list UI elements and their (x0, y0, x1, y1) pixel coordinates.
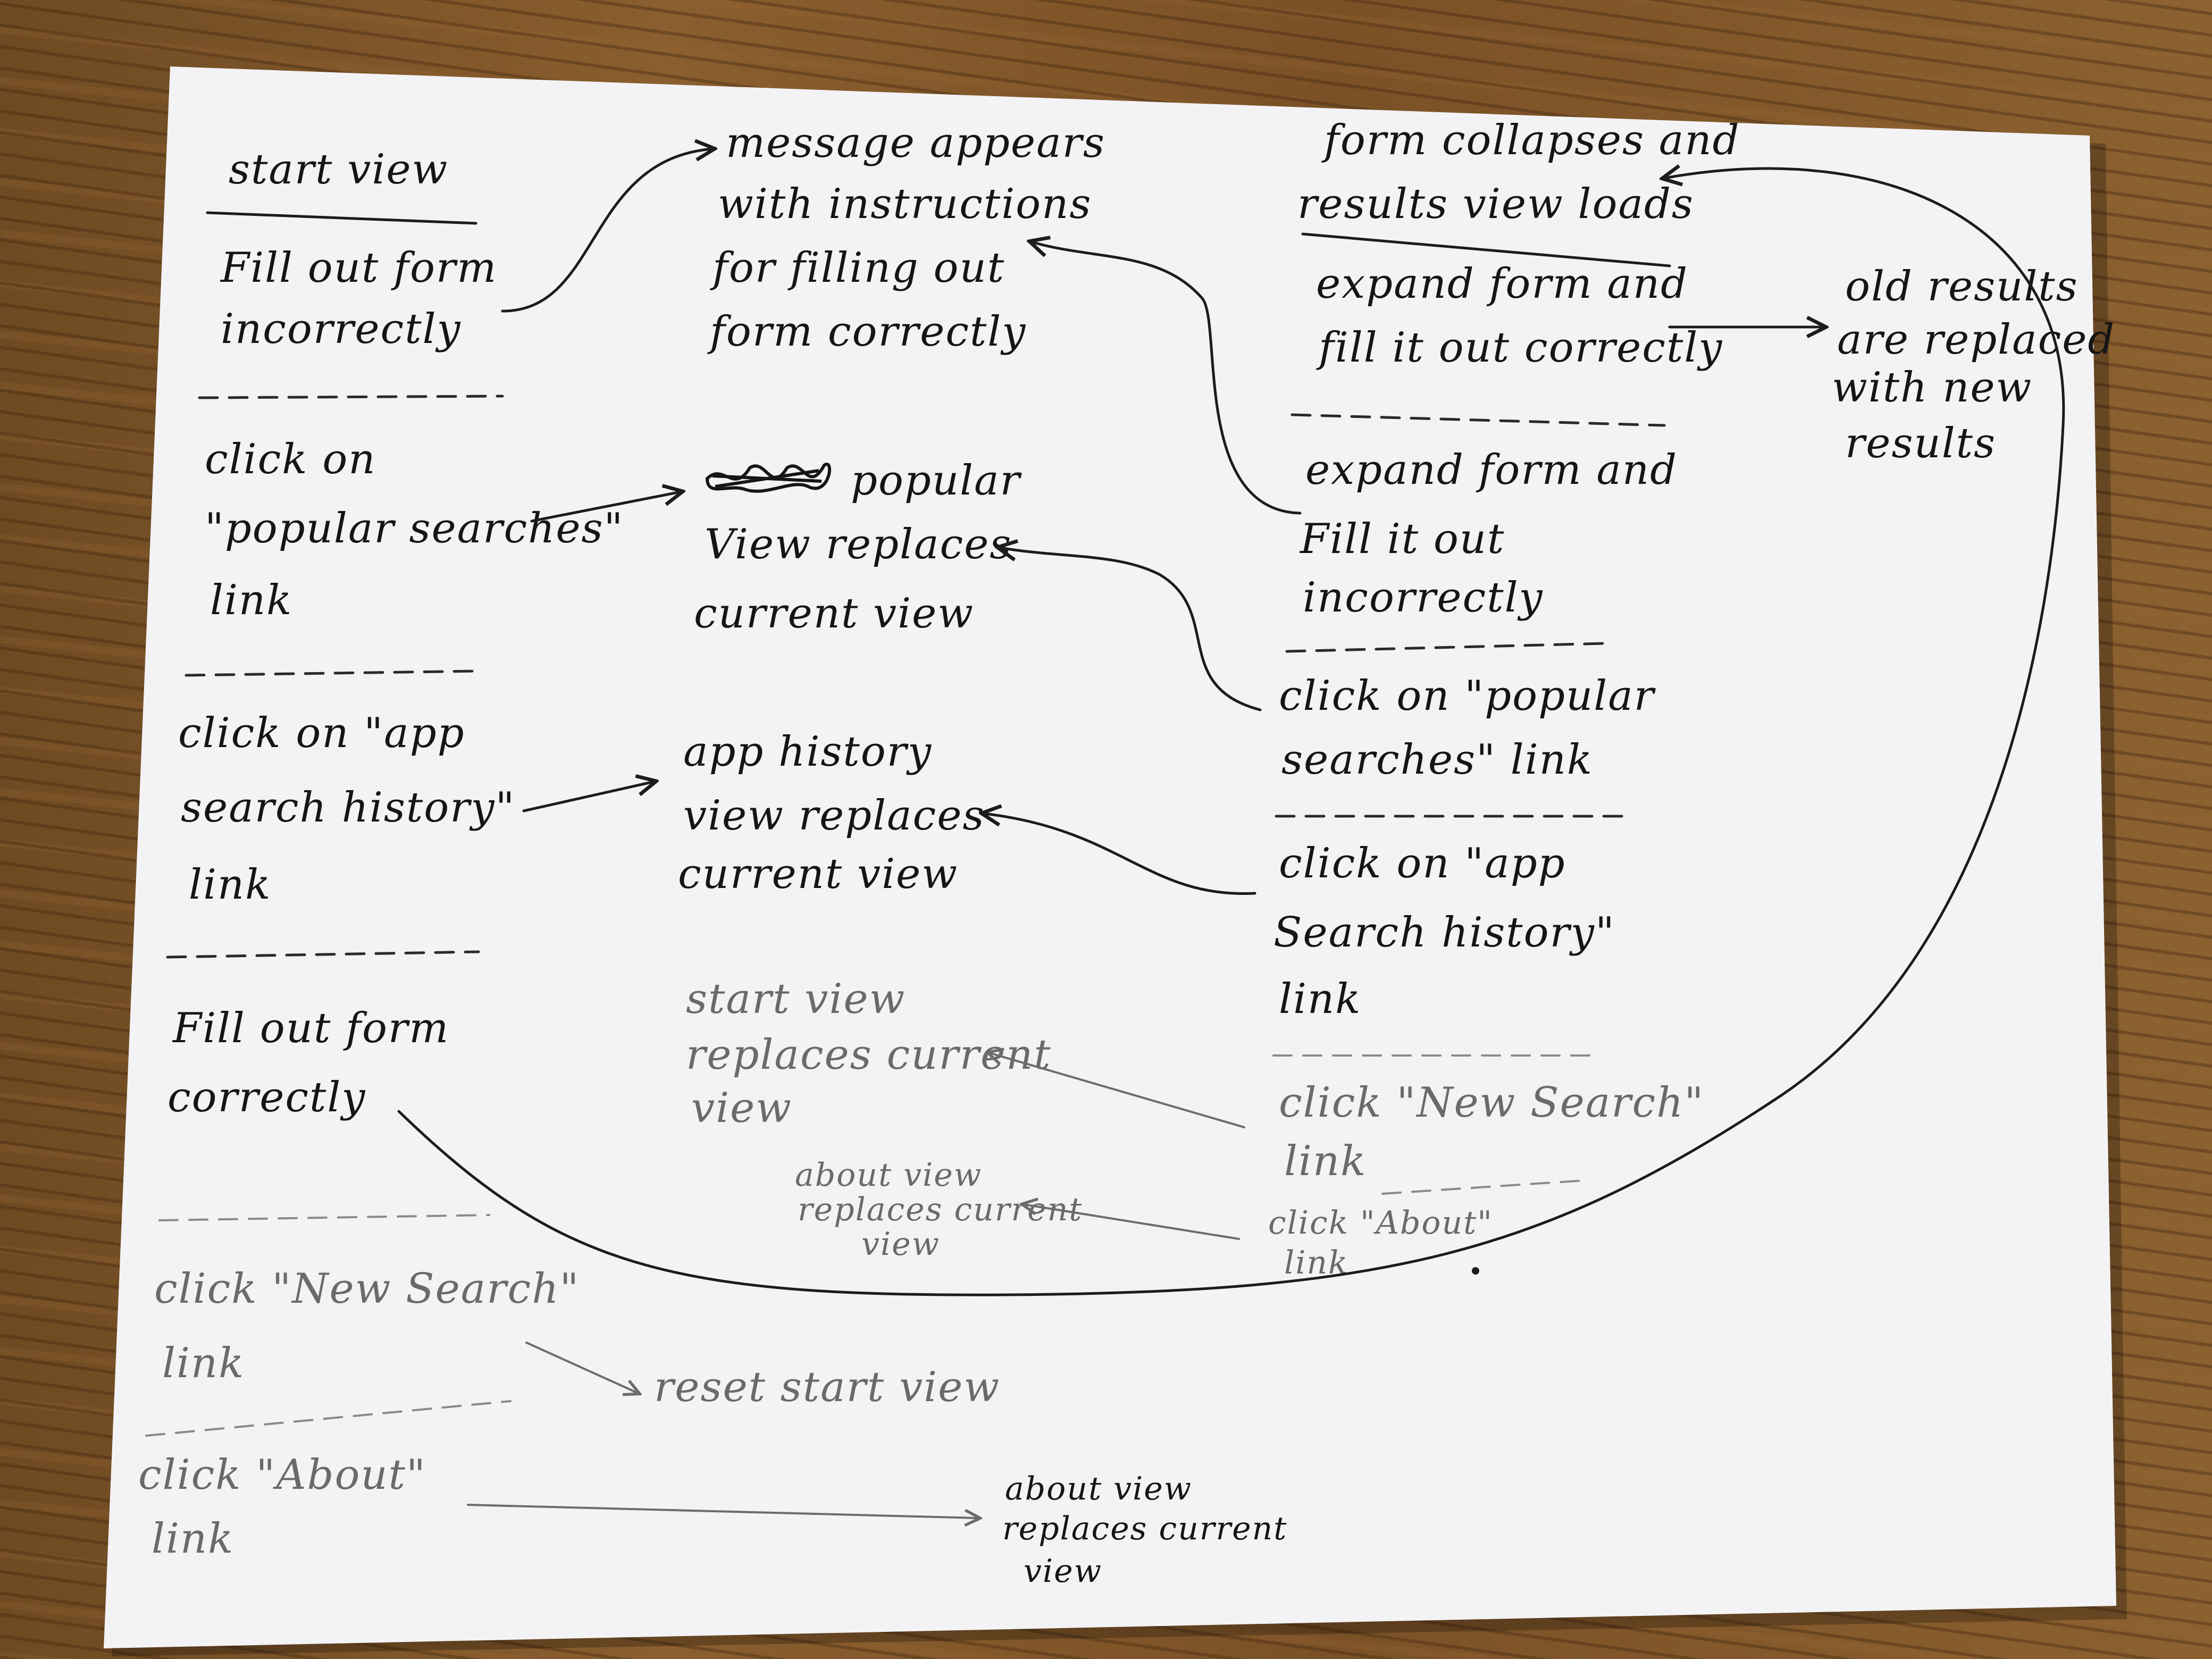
arrow-results-popular-to-view (1000, 548, 1262, 711)
outcome-message: message appears with instructions for fi… (707, 119, 1120, 356)
event-popular-searches: click on "popular searches" link (205, 435, 638, 624)
outcome-about-bottom: about view replaces current view (1002, 1470, 1298, 1590)
event-fill-incorrect: Fill out form incorrectly (220, 244, 512, 353)
arrow-about-to-about-view-bottom (467, 1504, 978, 1518)
divider (1381, 1179, 1586, 1195)
divider (158, 1214, 490, 1221)
arrow-new-search-to-reset (525, 1342, 638, 1393)
event-new-search: click "New Search" link (154, 1265, 594, 1387)
results-event-new-search: click "New Search" link (1279, 1079, 1719, 1185)
divider (198, 395, 504, 399)
arrow-results-incorrect-to-message (1032, 242, 1302, 515)
divider (185, 669, 480, 677)
divider (1285, 642, 1607, 653)
outcome-history: app history view replaces current view (678, 728, 999, 898)
outcome-popular: popular View replaces current view (694, 457, 1035, 638)
results-event-app-history: click on "app Search history" link (1273, 840, 1630, 1023)
start-view-title: start view (229, 146, 448, 194)
divider (1291, 413, 1666, 427)
results-event-fill-incorrect: expand form and Fill it out incorrectly (1299, 446, 1692, 622)
results-view-title: form collapses and results view loads (1297, 116, 1754, 228)
divider (166, 950, 480, 959)
results-view-column: form collapses and results view loads ex… (1268, 116, 2130, 1281)
outcome-start-replaces: start view replaces current view (686, 975, 1066, 1132)
title-underline (206, 211, 477, 225)
arrow-results-history-to-view (984, 814, 1256, 895)
divider (145, 1400, 512, 1437)
results-event-popular: click on "popular searches" link (1279, 672, 1669, 784)
paper-sheet (104, 66, 2116, 1648)
start-view-column: start view Fill out form incorrectly cli… (138, 146, 638, 1563)
outcomes-column: message appears with instructions for fi… (654, 119, 1298, 1590)
arrow-popular-to-view (530, 492, 681, 523)
arrow-about-to-about-view (1024, 1204, 1240, 1240)
arrow-incorrect-to-message (501, 149, 713, 313)
event-fill-correct: Fill out form correctly (167, 1004, 464, 1121)
scribbled-out-word (705, 463, 831, 493)
arrow-history-to-view (522, 782, 654, 812)
outcome-reset-start: reset start view (654, 1363, 1000, 1411)
flow-arrows (397, 149, 2065, 1518)
title-underline (1301, 232, 1671, 267)
event-app-history: click on "app search history" link (178, 709, 530, 909)
results-event-about: click "About" link (1268, 1204, 1504, 1281)
arrow-correct-to-results-loop (397, 169, 2065, 1296)
ink-dot (1472, 1267, 1479, 1275)
side-note-old-results: old results are replaced with new result… (1832, 263, 2130, 467)
event-about: click "About" link (138, 1451, 441, 1563)
results-event-fill-correct: expand form and fill it out correctly (1316, 260, 1723, 372)
arrow-new-search-to-start (989, 1053, 1245, 1128)
outcome-about-mid: about view replaces current view (795, 1157, 1094, 1263)
